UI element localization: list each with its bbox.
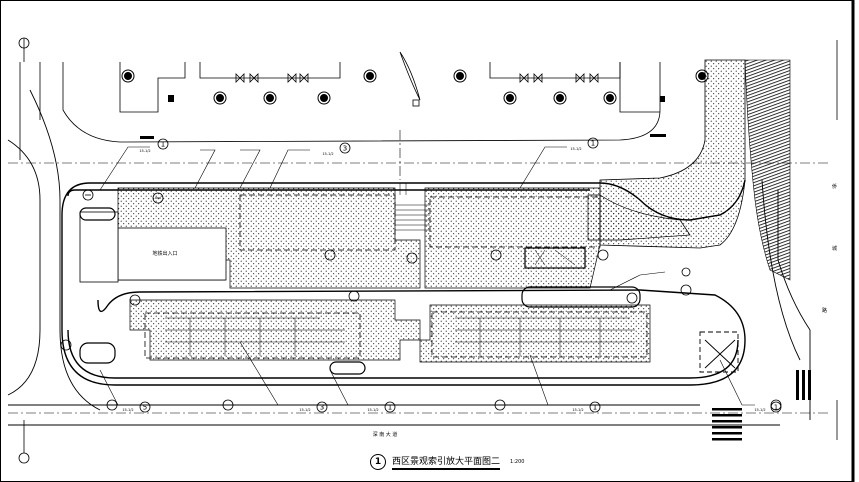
planting-band (599, 59, 746, 249)
grid-lines (165, 183, 635, 356)
leader-lines (99, 146, 755, 406)
svg-text:3: 3 (320, 404, 324, 412)
detail-callout: 3 15-1/2 (299, 401, 328, 413)
svg-text:1: 1 (388, 404, 392, 412)
detail-callout: 1 15-1/2 (367, 401, 396, 413)
drawing-index-number: 1 (370, 454, 386, 470)
slope-hatch (744, 59, 791, 281)
site-boundary (61, 179, 746, 386)
road-name-right-2: 城 (832, 245, 837, 252)
building-blocks (79, 194, 648, 375)
svg-text:3: 3 (343, 145, 347, 153)
detail-callout: 3 15-1/2 (322, 142, 351, 156)
basement-entrance-label: 地铁出入口 (152, 250, 177, 257)
svg-text:15-1/2: 15-1/2 (572, 408, 583, 412)
svg-text:15-1/2: 15-1/2 (139, 149, 150, 153)
svg-text:1: 1 (774, 404, 778, 412)
svg-text:5: 5 (143, 404, 147, 412)
detail-callout-small (681, 267, 691, 277)
svg-text:15-1/2: 15-1/2 (570, 147, 581, 151)
road-name-bottom: 深 南 大 道 (373, 431, 398, 438)
road-name-right-1: 侨 (832, 183, 837, 190)
detail-callout: 1 15-1/2 (570, 137, 599, 151)
detail-callout: 1 15-1/2 (572, 401, 601, 413)
svg-text:1: 1 (591, 140, 595, 148)
detail-callout: 1 15-1/2 (139, 138, 169, 153)
svg-text:1: 1 (593, 404, 597, 412)
grid-axis-markers (18, 37, 838, 464)
svg-text:15-1/2: 15-1/2 (367, 408, 378, 412)
drawing-title-block: 1 西区景观索引放大平面图二 1:200 (370, 453, 524, 471)
column-markers (121, 69, 709, 139)
crosswalk (712, 370, 811, 441)
detail-callout: 5 15-1/2 (122, 401, 151, 413)
detail-callout: 1 15-1/2 (754, 401, 782, 413)
building-outline (19, 51, 661, 160)
svg-text:15-1/2: 15-1/2 (754, 408, 765, 412)
svg-text:15-1/2: 15-1/2 (122, 408, 133, 412)
drawing-scale: 1:200 (510, 459, 525, 465)
drawing-title: 西区景观索引放大平面图二 (392, 454, 501, 470)
svg-text:15-1/2: 15-1/2 (322, 152, 333, 156)
entrance-ramp (699, 331, 739, 373)
svg-text:1: 1 (161, 141, 165, 149)
road-name-right-3: 路 (822, 307, 827, 314)
svg-text:15-1/2: 15-1/2 (299, 408, 310, 412)
